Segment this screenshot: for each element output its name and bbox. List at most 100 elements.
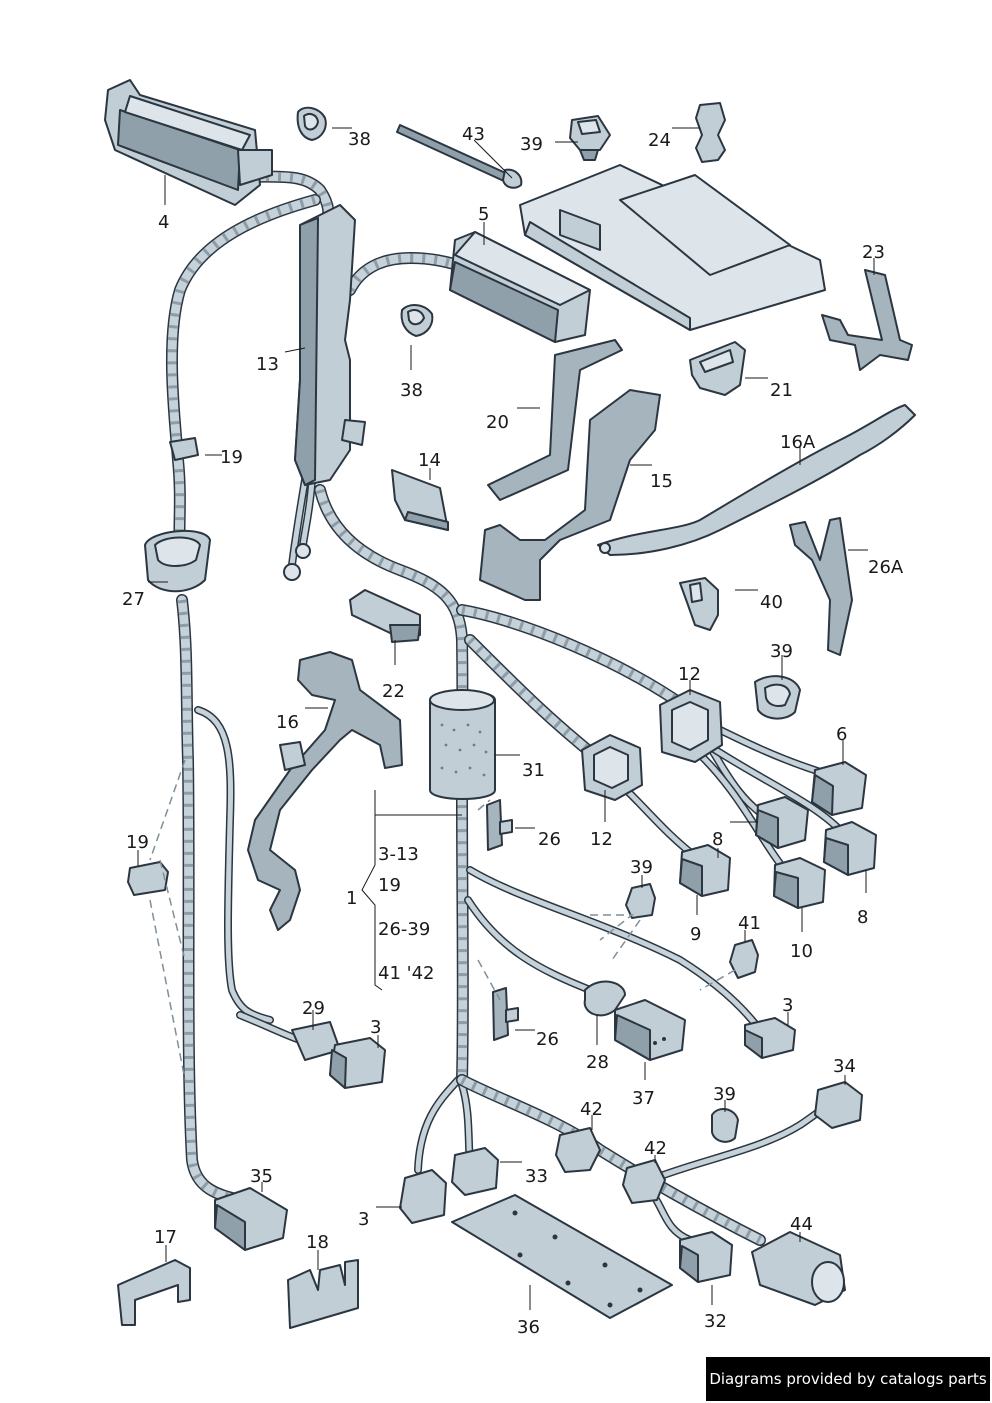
label-19-upper: 19 (220, 447, 243, 468)
label-14: 14 (418, 450, 441, 471)
label-9: 9 (690, 924, 701, 945)
part-12-grommet-upper (659, 689, 723, 763)
part-31-sleeve (429, 689, 496, 800)
label-8-b: 8 (857, 907, 868, 928)
label-26A: 26A (868, 557, 904, 578)
part-6-connector (811, 761, 867, 816)
label-33: 33 (525, 1166, 548, 1187)
part-33-connector (451, 1147, 499, 1196)
part-27-grommet (144, 529, 211, 593)
label-41-42: 41 '42 (378, 963, 434, 984)
label-16: 16 (276, 712, 299, 733)
label-1: 1 (346, 888, 357, 909)
label-19-sub: 19 (378, 875, 401, 896)
label-44: 44 (790, 1214, 813, 1235)
part-18-clip (287, 1259, 359, 1329)
part-40-clip (679, 577, 719, 631)
harness-wires (165, 169, 844, 1246)
label-34: 34 (833, 1056, 856, 1077)
label-15: 15 (650, 471, 673, 492)
label-42-b: 42 (644, 1138, 667, 1159)
part-4-ecu-connector (104, 79, 273, 206)
label-37: 37 (632, 1088, 655, 1109)
label-12-upper: 12 (678, 664, 701, 685)
label-41: 41 (738, 913, 761, 934)
part-15-bracket (479, 389, 661, 601)
label-32: 32 (704, 1311, 727, 1332)
part-39-holder-top (569, 115, 611, 161)
part-39-holder-mid (625, 883, 656, 919)
label-42-a: 42 (580, 1099, 603, 1120)
part-37-connector (614, 999, 686, 1061)
part-3-connector-right (744, 1017, 796, 1059)
label-28: 28 (586, 1052, 609, 1073)
label-6: 6 (836, 724, 847, 745)
part-39-holder-lower (711, 1108, 739, 1143)
label-23: 23 (862, 242, 885, 263)
part-ecu-module (519, 164, 826, 331)
part-42-grommet-b (622, 1159, 666, 1204)
part-32-connector (679, 1231, 733, 1283)
label-3-left: 3 (370, 1017, 381, 1038)
part-16-bracket (247, 651, 403, 931)
label-21: 21 (770, 380, 793, 401)
part-38-clip-mid (400, 304, 434, 337)
part-8-connector-a (755, 796, 809, 849)
part-44-round-connector (751, 1231, 846, 1306)
part-36-plate (451, 1194, 673, 1319)
part-9-connector (679, 844, 731, 897)
label-39-mid: 39 (630, 857, 653, 878)
part-16A-support-bar (597, 404, 916, 556)
label-35: 35 (250, 1166, 273, 1187)
part-23-bracket (821, 269, 913, 371)
label-38-mid: 38 (400, 380, 423, 401)
part-35-connector (214, 1187, 288, 1251)
part-5-control-unit (449, 231, 591, 343)
part-34-connector (814, 1081, 863, 1129)
part-39-holder-right (754, 675, 801, 720)
part-21-clip (689, 341, 746, 396)
label-22: 22 (382, 681, 405, 702)
label-29: 29 (302, 998, 325, 1019)
part-14-bracket (391, 469, 449, 531)
part-3-connector-left (329, 1037, 386, 1089)
part-10-connector (773, 857, 826, 909)
label-26-39: 26-39 (378, 919, 430, 940)
label-38-top: 38 (348, 129, 371, 150)
label-20: 20 (486, 412, 509, 433)
part-26-holder-lower (492, 987, 519, 1041)
label-16A: 16A (780, 432, 816, 453)
label-26-lower: 26 (536, 1029, 559, 1050)
part-24-clip (695, 102, 726, 163)
label-4: 4 (158, 212, 169, 233)
part-20-bracket (487, 339, 623, 501)
part-41-holder (729, 939, 759, 979)
part-labels: 4 38 43 39 24 5 23 13 38 21 20 16A 19 14… (122, 124, 904, 1338)
label-18: 18 (306, 1232, 329, 1253)
label-43: 43 (462, 124, 485, 145)
ring-terminals (283, 543, 311, 581)
label-12-lower: 12 (590, 829, 613, 850)
part-8-connector-b (823, 821, 877, 876)
label-39-right: 39 (770, 641, 793, 662)
part-26A-bracket (789, 517, 853, 656)
label-8-a: 8 (712, 829, 723, 850)
part-26-holder-upper (486, 799, 513, 851)
part-17-clip (117, 1259, 191, 1326)
label-19-left: 19 (126, 832, 149, 853)
part-3-connector-bottom (399, 1169, 447, 1224)
label-3-right: 3 (782, 995, 793, 1016)
label-40: 40 (760, 592, 783, 613)
part-22-clip (349, 589, 421, 643)
part-19-clip-upper (169, 437, 199, 461)
label-3-bottom: 3 (358, 1209, 369, 1230)
watermark-banner: Diagrams provided by catalogs parts (706, 1357, 990, 1401)
label-24: 24 (648, 130, 671, 151)
leader-lines (137, 127, 875, 1310)
label-26-upper: 26 (538, 829, 561, 850)
label-10: 10 (790, 941, 813, 962)
label-39-top: 39 (520, 134, 543, 155)
part-38-clip-top (296, 106, 327, 141)
part-42-grommet-a (555, 1127, 601, 1173)
